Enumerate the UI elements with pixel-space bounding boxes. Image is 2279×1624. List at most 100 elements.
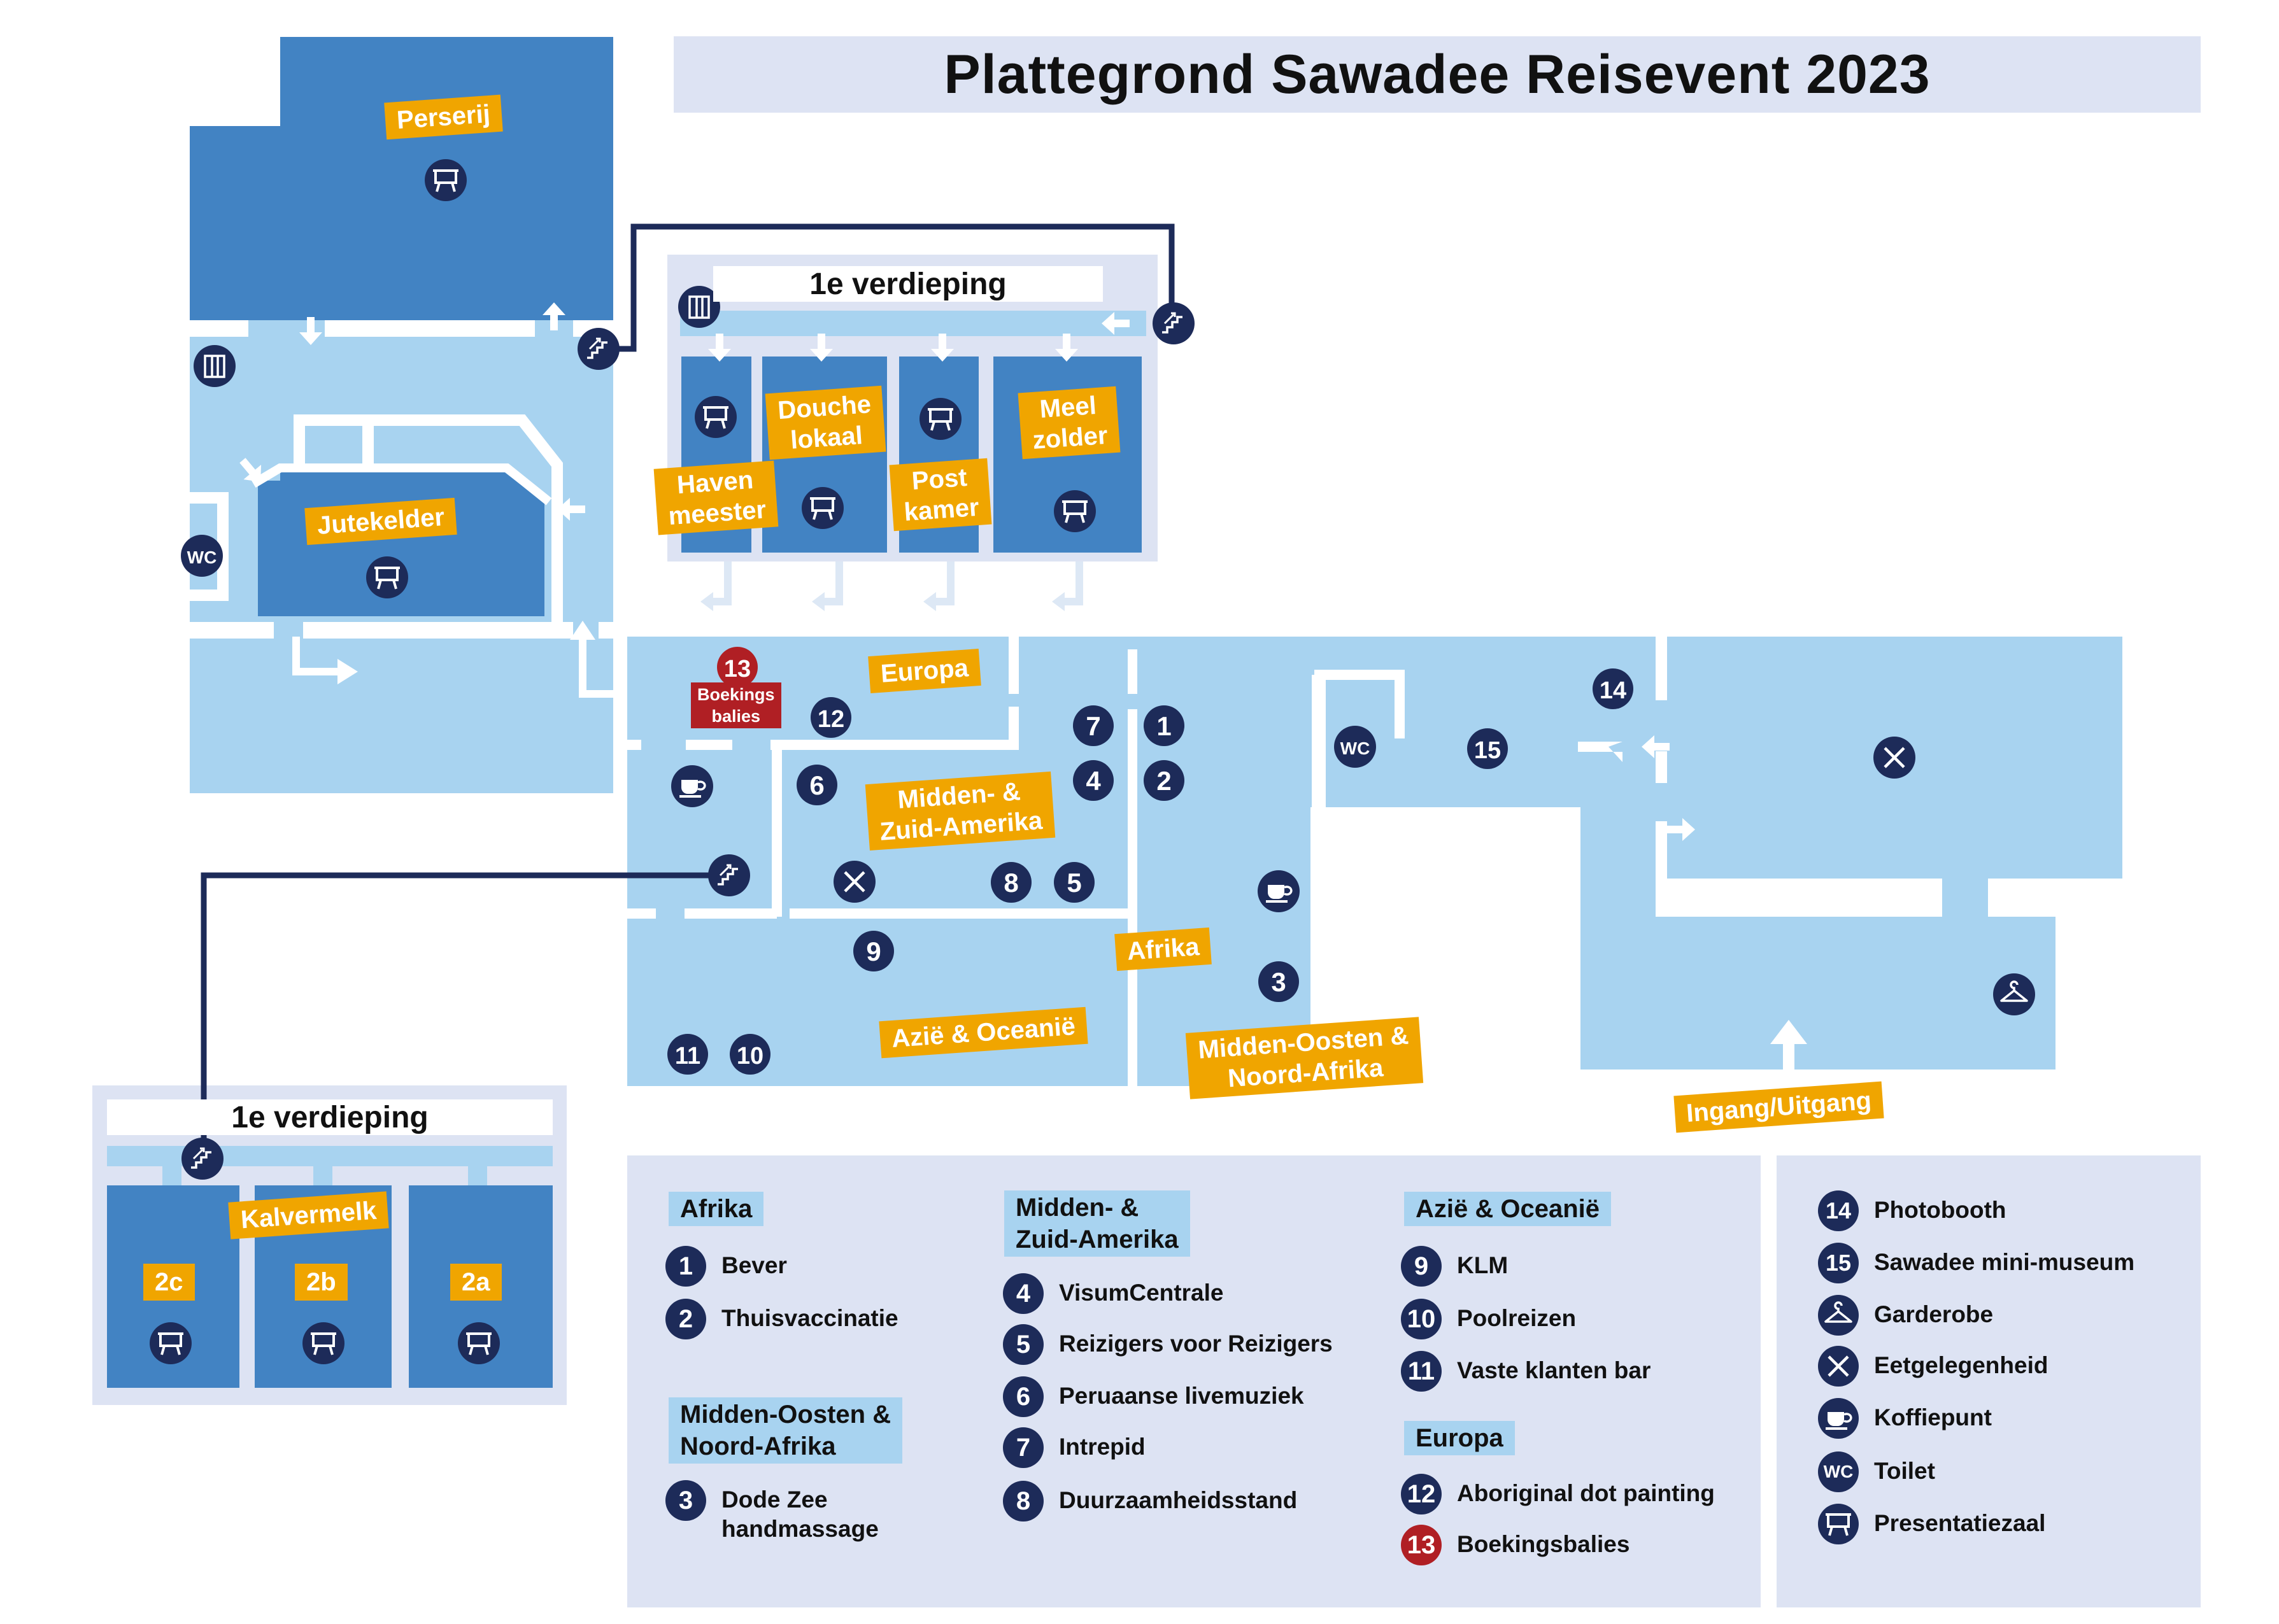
cutlery-icon — [1873, 737, 1915, 779]
zone-tag-afrika: Afrika — [1114, 927, 1212, 971]
wc-icon: WC — [1334, 726, 1376, 768]
legend-badge: 5 — [1003, 1324, 1044, 1365]
legend-item: 11 Vaste klanten bar — [1401, 1351, 1651, 1392]
svg-text:WC: WC — [1340, 738, 1370, 758]
zone-tag-line: Midden- & — [897, 777, 1022, 814]
room-tag-line: lokaal — [789, 421, 864, 455]
svg-text:2: 2 — [1156, 766, 1171, 796]
svg-text:11: 11 — [675, 1043, 700, 1070]
lower-floor-label: 1e verdieping — [107, 1099, 553, 1135]
coffee-icon — [1256, 869, 1301, 914]
map-marker-1: 1 — [1144, 705, 1184, 746]
legend-label: Presentatiezaal — [1874, 1510, 2046, 1536]
heading-line: Midden-Oosten & — [680, 1401, 891, 1429]
legend-item: Garderobe — [1818, 1295, 1993, 1336]
presentation-icon — [423, 158, 468, 202]
presentation-icon — [457, 1321, 501, 1366]
map-marker-6: 6 — [797, 765, 837, 805]
legend-label: Duurzaamheidsstand — [1059, 1487, 1298, 1513]
legend-item: 9 KLM — [1401, 1246, 1508, 1287]
legend-badge: 10 — [1401, 1299, 1442, 1339]
door-icon — [192, 344, 237, 388]
right-wing — [1310, 637, 2122, 1098]
legend-label: Eetgelegenheid — [1874, 1352, 2048, 1378]
map-marker-8: 8 — [991, 862, 1032, 903]
svg-text:3: 3 — [1271, 967, 1286, 997]
legend-label: Bever — [721, 1252, 787, 1278]
legend-item: 2 Thuisvaccinatie — [665, 1299, 898, 1339]
room-tag-line: kamer — [903, 493, 980, 526]
legend-badge: 9 — [1401, 1246, 1442, 1287]
wc-icon: WC — [181, 535, 223, 577]
svg-text:1: 1 — [1156, 711, 1171, 741]
presentation-icon — [365, 555, 409, 600]
legend-item: 15 Sawadee mini-museum — [1818, 1243, 2134, 1283]
svg-text:15: 15 — [1474, 737, 1501, 764]
jutekelder-area — [190, 320, 613, 793]
legend-label: Peruaanse livemuziek — [1059, 1383, 1304, 1409]
map-marker-13: 13 — [717, 647, 758, 688]
legend-item: Eetgelegenheid — [1818, 1346, 2048, 1387]
stairs-icon — [576, 327, 621, 371]
svg-text:6: 6 — [809, 770, 824, 800]
svg-text:8: 8 — [1004, 868, 1018, 898]
room-tag-postkamer: Post kamer — [889, 458, 992, 532]
legend-label: Reizigers voor Reizigers — [1059, 1331, 1333, 1357]
room-tag-line: Douche — [776, 390, 872, 425]
legend-label: KLM — [1457, 1252, 1509, 1278]
stairs-icon — [180, 1136, 225, 1181]
cutlery-icon — [1818, 1346, 1859, 1387]
legend-label: Koffiepunt — [1874, 1404, 1992, 1430]
svg-text:12: 12 — [818, 706, 844, 733]
map-marker-9: 9 — [853, 931, 894, 971]
legend-badge: 12 — [1401, 1474, 1442, 1515]
svg-text:7: 7 — [1086, 711, 1100, 741]
legend-item: 1 Bever — [665, 1246, 787, 1287]
faded-arrows — [700, 561, 1083, 611]
legend-label: Intrepid — [1059, 1434, 1146, 1460]
map-marker-15: 15 — [1467, 728, 1508, 769]
boekings-line: Boekings — [697, 685, 775, 704]
legend-label: Poolreizen — [1457, 1305, 1577, 1331]
map-marker-7: 7 — [1073, 705, 1114, 746]
room-tag-2a: 2a — [450, 1264, 502, 1301]
presentation-icon — [301, 1321, 346, 1366]
heading-line: Midden- & — [1016, 1194, 1139, 1222]
map-marker-2: 2 — [1144, 760, 1184, 801]
svg-text:WC: WC — [187, 547, 217, 567]
legend-item: 5 Reizigers voor Reizigers — [1003, 1324, 1333, 1365]
legend-panel — [627, 1155, 1761, 1607]
svg-text:10: 10 — [737, 1043, 763, 1070]
room-tag-2b: 2b — [295, 1264, 348, 1301]
room-tag-2c: 2c — [143, 1264, 195, 1301]
stair-routes — [201, 223, 1175, 1156]
legend-badge: 7 — [1003, 1427, 1044, 1468]
map-marker-12: 12 — [811, 697, 851, 738]
legend-label: Thuisvaccinatie — [721, 1305, 898, 1331]
legend-label: VisumCentrale — [1059, 1280, 1224, 1306]
hanger-icon — [1992, 972, 2036, 1017]
presentation-icon — [693, 395, 738, 439]
legend-badge: 3 — [665, 1480, 706, 1521]
map-marker-3: 3 — [1258, 961, 1299, 1002]
legend-badge: 14 — [1818, 1190, 1859, 1231]
zone-tag-europa: Europa — [868, 649, 981, 693]
legend-badge: 13 — [1401, 1525, 1442, 1565]
legend-item: 10 Poolreizen — [1401, 1299, 1576, 1339]
room-tag-line: zolder — [1032, 421, 1109, 455]
room-tag-line: Post — [911, 463, 969, 496]
legend-heading-midden-oosten: Midden-Oosten & Noord-Afrika — [669, 1397, 903, 1464]
legend-badge: 15 — [1818, 1243, 1859, 1283]
presentation-icon — [1818, 1504, 1859, 1544]
legend-item: 7 Intrepid — [1003, 1427, 1146, 1468]
legend-item: Presentatiezaal — [1818, 1504, 2045, 1544]
legend-item: 12 Aboriginal dot painting — [1401, 1474, 1715, 1515]
stairs-icon — [1151, 301, 1196, 346]
legend-heading-amerika: Midden- & Zuid-Amerika — [1004, 1190, 1190, 1257]
room-tag-douchelokaal: Douche lokaal — [765, 385, 886, 460]
stairs-icon — [707, 853, 751, 898]
room-tag-line: Haven — [676, 465, 755, 500]
legend-label-line: Dode Zee — [721, 1486, 828, 1513]
legend-heading-azie: Azië & Oceanië — [1404, 1192, 1612, 1226]
legend-item: 3 Dode Zee handmassage — [665, 1480, 879, 1544]
